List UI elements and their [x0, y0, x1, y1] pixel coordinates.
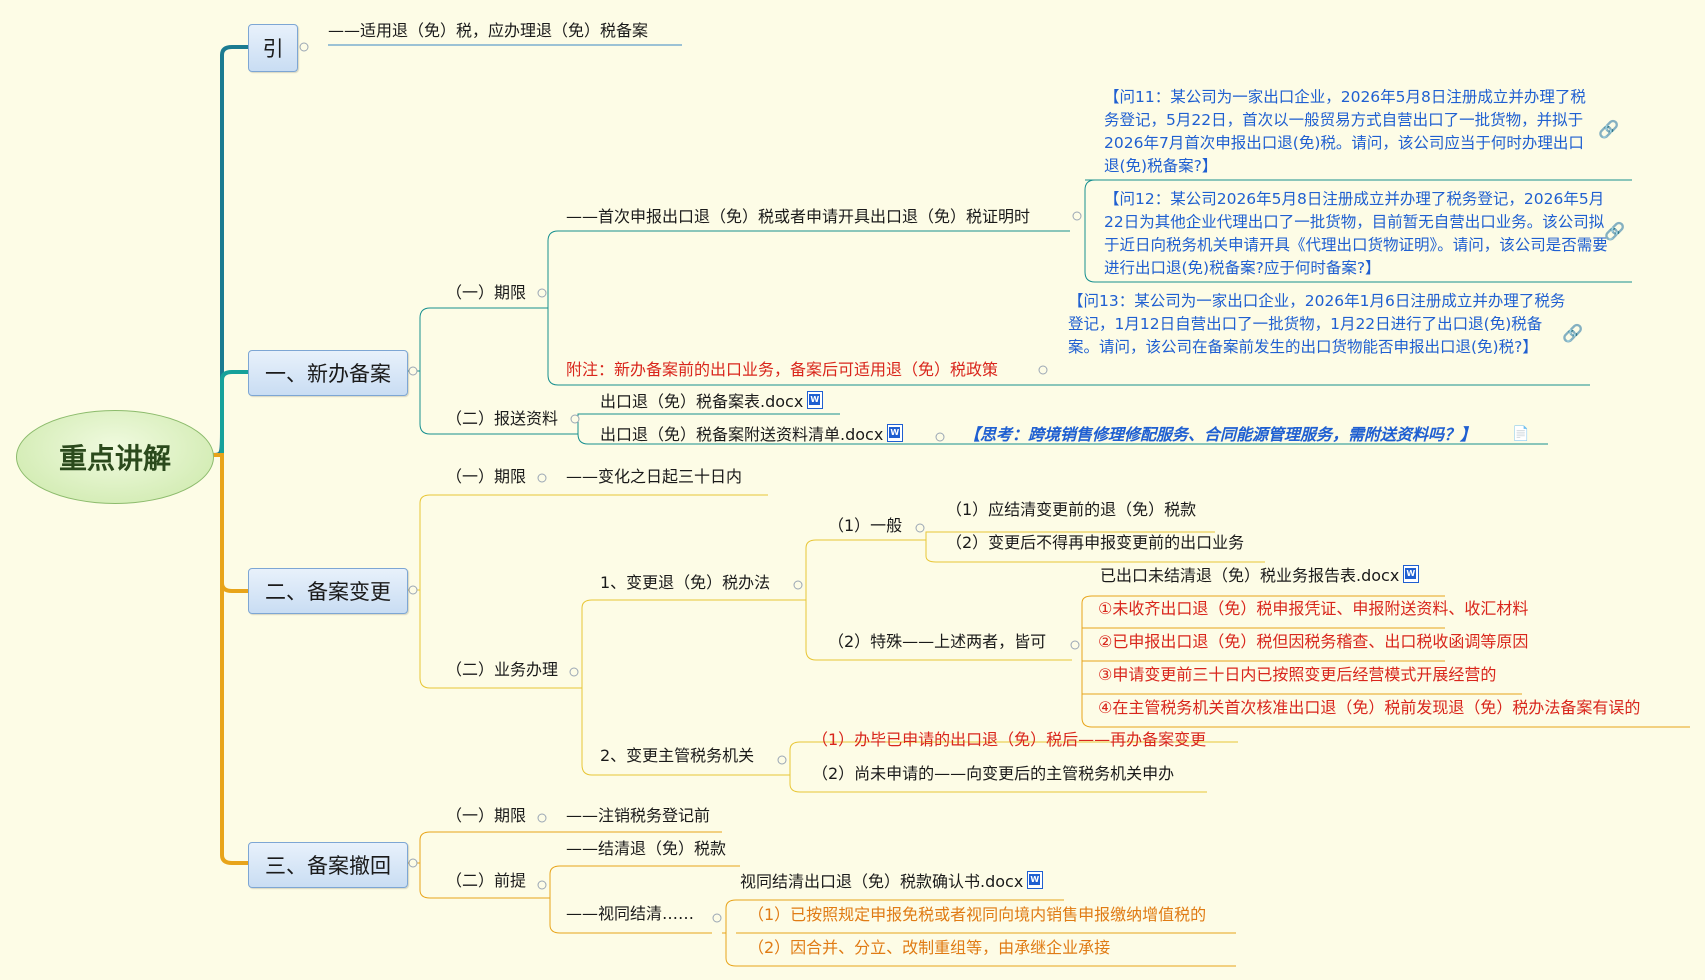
note-icon[interactable]: 📄	[1512, 426, 1530, 442]
sec2-special-item-2[interactable]: ②已申报出口退（免）税但因税务稽查、出口税收函调等原因	[1098, 632, 1529, 651]
sec3-premise-item-1[interactable]: ——结清退（免）税款	[566, 839, 727, 858]
sec2-special-item-4[interactable]: ④在主管税务机关首次核准出口退（免）税前发现退（免）税办法备案有误的	[1098, 698, 1641, 717]
sec2-general-item-1[interactable]: （1）应结清变更前的退（免）税款	[946, 500, 1197, 519]
sec3-deadline-item[interactable]: ——注销税务登记前	[566, 806, 711, 825]
file-name: 出口退（免）税备案附送资料清单.docx	[600, 425, 884, 444]
sec2-general-item-2[interactable]: （2）变更后不得再申报变更前的出口业务	[946, 533, 1245, 552]
section3-node[interactable]: 三、备案撤回	[248, 842, 408, 888]
sec2-business-label[interactable]: （二）业务办理	[446, 660, 559, 679]
sec2-office-label[interactable]: 2、变更主管税务机关	[600, 746, 755, 765]
intro-description[interactable]: ——适用退（免）税，应办理退（免）税备案	[328, 21, 649, 40]
link-icon[interactable]: 🔗	[1598, 120, 1620, 140]
root-label: 重点讲解	[58, 442, 171, 475]
sec3-premise-sub-1[interactable]: （1）已按照规定申报免税或者视同向境内销售申报缴纳增值税的	[748, 905, 1207, 924]
root-node[interactable]: 重点讲解	[16, 410, 214, 504]
sec2-deadline-label[interactable]: （一）期限	[446, 467, 527, 486]
sec2-office-item-1[interactable]: （1）办毕已申请的出口退（免）税后——再办备案变更	[812, 730, 1207, 749]
sec1-deadline-item[interactable]: ——首次申报出口退（免）税或者申请开具出口退（免）税证明时	[566, 207, 1031, 226]
sec2-special-item-3[interactable]: ③申请变更前三十日内已按照变更后经营模式开展经营的	[1098, 665, 1497, 684]
file-name: 已出口未结清退（免）税业务报告表.docx	[1100, 566, 1400, 585]
word-doc-icon	[1403, 565, 1420, 583]
sec1-deadline-note[interactable]: 附注：新办备案前的出口业务，备案后可适用退（免）税政策	[566, 360, 999, 379]
link-icon[interactable]: 🔗	[1562, 324, 1584, 344]
word-doc-icon	[807, 391, 824, 409]
section1-label: 一、新办备案	[265, 362, 391, 386]
file-settlement-confirmation[interactable]: 视同结清出口退（免）税款确认书.docx	[740, 871, 1044, 893]
sec2-special-label[interactable]: （2）特殊——上述两者，皆可	[828, 632, 1047, 651]
link-icon[interactable]: 🔗	[1604, 222, 1626, 242]
sec2-special-item-1[interactable]: ①未收齐出口退（免）税申报凭证、申报附送资料、收汇材料	[1098, 599, 1529, 618]
think-note[interactable]: 【思考：跨境销售修理修配服务、合同能源管理服务，需附送资料吗？】	[964, 425, 1477, 444]
intro-label: 引	[262, 37, 284, 61]
intro-node[interactable]: 引	[248, 24, 298, 72]
section1-node[interactable]: 一、新办备案	[248, 350, 408, 396]
file-name: 视同结清出口退（免）税款确认书.docx	[740, 872, 1024, 891]
section2-label: 二、备案变更	[265, 580, 391, 604]
sec3-deadline-label[interactable]: （一）期限	[446, 806, 527, 825]
sec2-general-label[interactable]: （1）一般	[828, 516, 903, 535]
file-unsettled-report[interactable]: 已出口未结清退（免）税业务报告表.docx	[1100, 565, 1420, 587]
sec1-materials-label[interactable]: （二）报送资料	[446, 409, 559, 428]
section3-label: 三、备案撤回	[265, 854, 391, 878]
question-12[interactable]: 【问12：某公司2026年5月8日注册成立并办理了税务登记，2026年5月22日…	[1104, 190, 1608, 277]
sec2-method-label[interactable]: 1、变更退（免）税办法	[600, 573, 771, 592]
section2-node[interactable]: 二、备案变更	[248, 568, 408, 614]
file-registration-form[interactable]: 出口退（免）税备案表.docx	[600, 391, 824, 413]
sec1-deadline-label[interactable]: （一）期限	[446, 283, 527, 302]
file-name: 出口退（免）税备案表.docx	[600, 392, 804, 411]
file-attachment-list[interactable]: 出口退（免）税备案附送资料清单.docx	[600, 424, 904, 446]
sec2-deadline-item[interactable]: ——变化之日起三十日内	[566, 467, 743, 486]
sec2-office-item-2[interactable]: （2）尚未申请的——向变更后的主管税务机关申办	[812, 764, 1175, 783]
sec3-premise-sub-2[interactable]: （2）因合并、分立、改制重组等，由承继企业承接	[748, 938, 1111, 957]
word-doc-icon	[887, 424, 904, 442]
question-13[interactable]: 【问13：某公司为一家出口企业，2026年1月6日注册成立并办理了税务登记，1月…	[1068, 292, 1566, 356]
sec3-premise-label[interactable]: （二）前提	[446, 871, 527, 890]
word-doc-icon	[1027, 871, 1044, 889]
question-11[interactable]: 【问11：某公司为一家出口企业，2026年5月8日注册成立并办理了税务登记，5月…	[1104, 88, 1586, 175]
sec3-premise-item-2[interactable]: ——视同结清……	[566, 904, 695, 923]
